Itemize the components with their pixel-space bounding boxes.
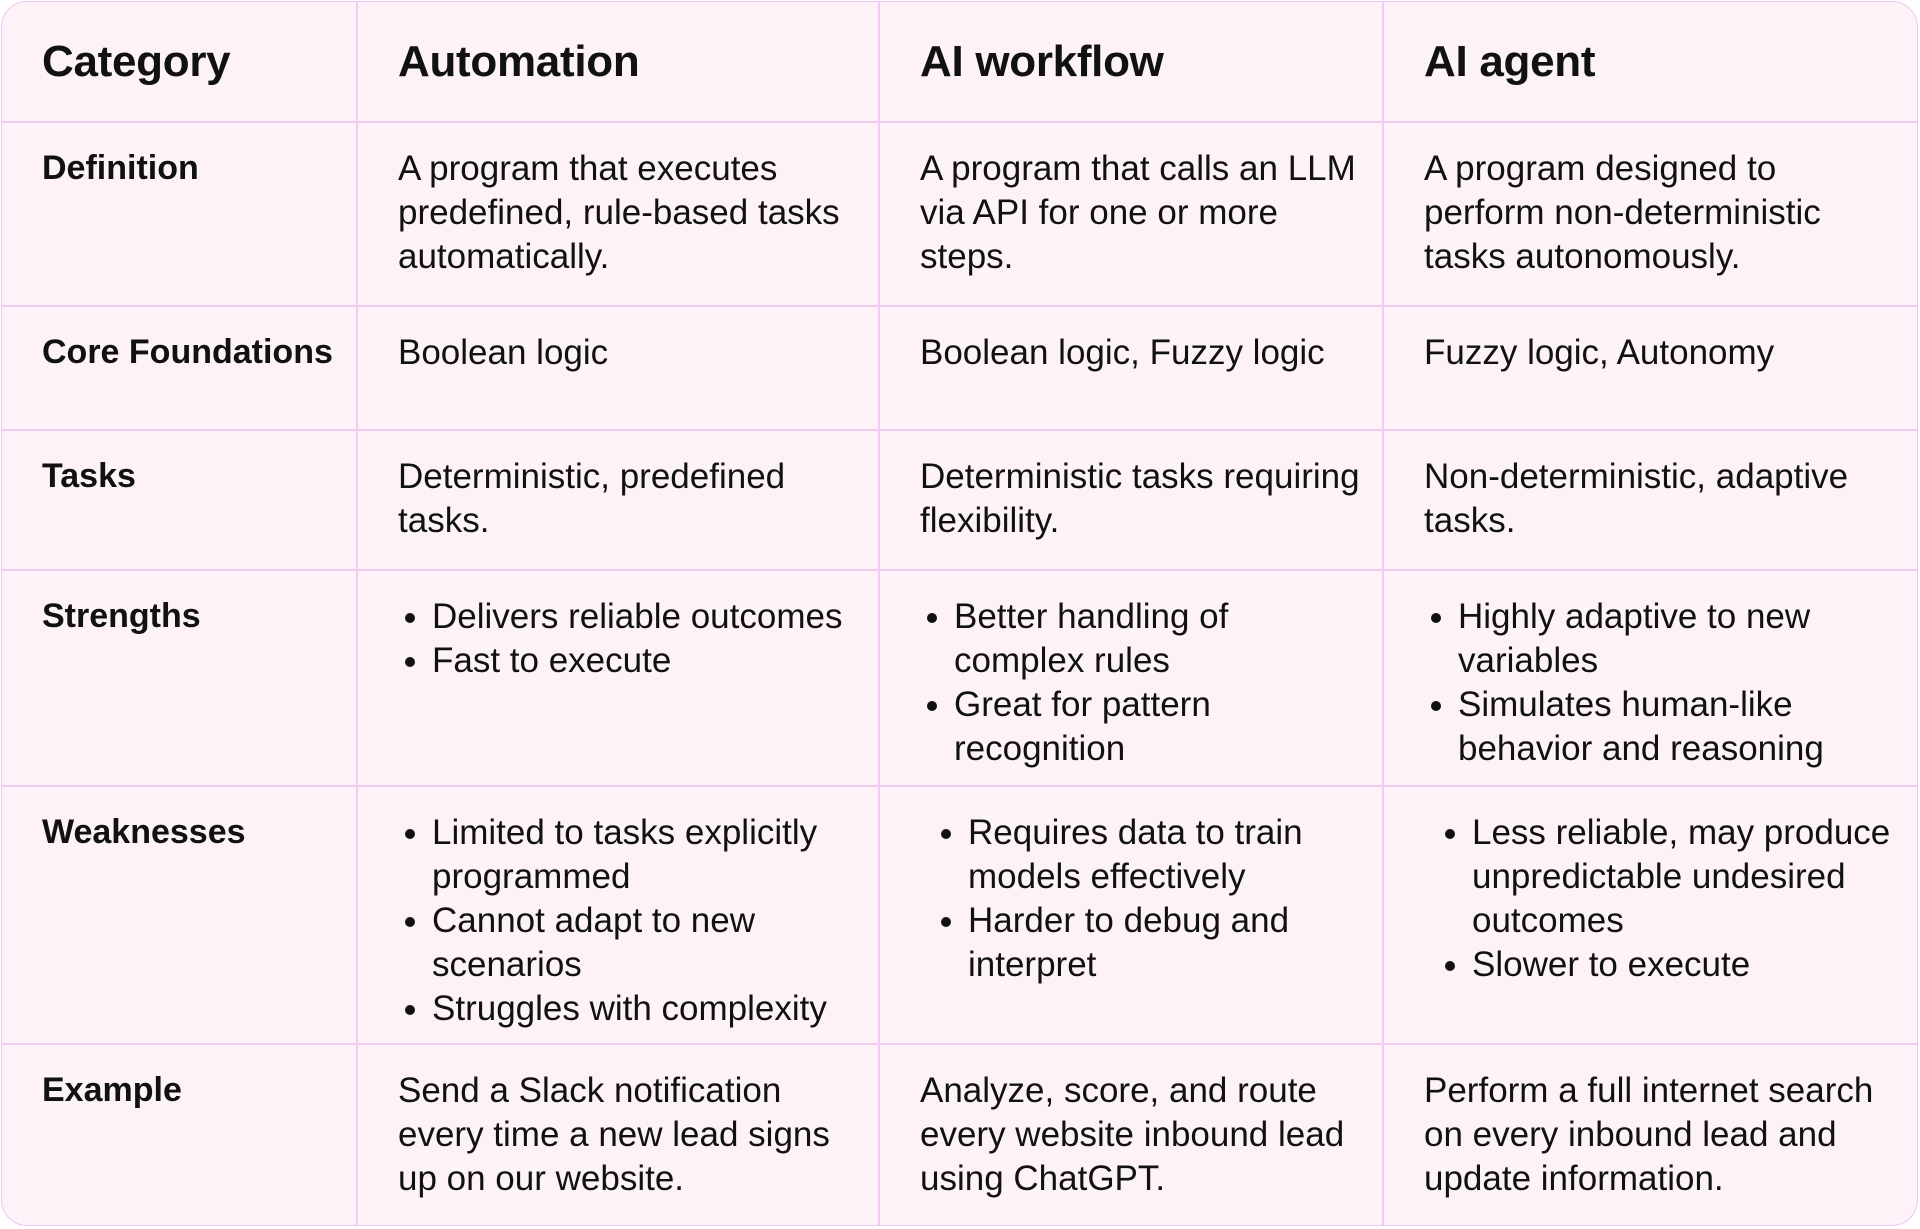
cell-core-ai-agent: Fuzzy logic, Autonomy: [1382, 305, 1917, 431]
cell-strengths-automation: Delivers reliable outcomes Fast to execu…: [356, 569, 880, 787]
row-label-weaknesses: Weaknesses: [2, 785, 358, 1045]
list-item: Better handling of complex rules: [954, 595, 1368, 683]
list-item: Slower to execute: [1472, 943, 1903, 987]
cell-tasks-ai-workflow: Deterministic tasks requiring flexibilit…: [878, 429, 1384, 571]
cell-example-automation: Send a Slack notification every time a n…: [356, 1043, 880, 1225]
cell-weaknesses-ai-workflow: Requires data to train models effectivel…: [878, 785, 1384, 1045]
cell-definition-automation: A program that executes predefined, rule…: [356, 121, 880, 307]
cell-tasks-automation: Deterministic, predefined tasks.: [356, 429, 880, 571]
weaknesses-automation-list: Limited to tasks explicitly programmed C…: [398, 811, 864, 1031]
list-item: Simulates human-like behavior and reason…: [1458, 683, 1903, 771]
cell-example-ai-agent: Perform a full internet search on every …: [1382, 1043, 1917, 1225]
cell-core-automation: Boolean logic: [356, 305, 880, 431]
list-item: Fast to execute: [432, 639, 864, 683]
header-automation: Automation: [356, 2, 880, 123]
header-ai-workflow: AI workflow: [878, 2, 1384, 123]
row-label-core-foundations: Core Foundations: [2, 305, 358, 431]
list-item: Struggles with complexity: [432, 987, 864, 1031]
list-item: Cannot adapt to new scenarios: [432, 899, 864, 987]
row-label-definition: Definition: [2, 121, 358, 307]
cell-weaknesses-automation: Limited to tasks explicitly programmed C…: [356, 785, 880, 1045]
list-item: Harder to debug and interpret: [968, 899, 1368, 987]
header-ai-agent: AI agent: [1382, 2, 1917, 123]
cell-strengths-ai-agent: Highly adaptive to new variables Simulat…: [1382, 569, 1917, 787]
header-row: Category Automation AI workflow AI agent: [2, 2, 1917, 123]
cell-example-ai-workflow: Analyze, score, and route every website …: [878, 1043, 1384, 1225]
cell-weaknesses-ai-agent: Less reliable, may produce unpredictable…: [1382, 785, 1917, 1045]
list-item: Limited to tasks explicitly programmed: [432, 811, 864, 899]
strengths-ai-agent-list: Highly adaptive to new variables Simulat…: [1424, 595, 1903, 771]
header-category: Category: [2, 2, 358, 123]
table-row-strengths: Strengths Delivers reliable outcomes Fas…: [2, 569, 1917, 787]
cell-definition-ai-workflow: A program that calls an LLM via API for …: [878, 121, 1384, 307]
list-item: Highly adaptive to new variables: [1458, 595, 1903, 683]
cell-definition-ai-agent: A program designed to perform non-determ…: [1382, 121, 1917, 307]
strengths-automation-list: Delivers reliable outcomes Fast to execu…: [398, 595, 864, 683]
row-label-example: Example: [2, 1043, 358, 1225]
strengths-ai-workflow-list: Better handling of complex rules Great f…: [920, 595, 1368, 771]
cell-tasks-ai-agent: Non-deterministic, adaptive tasks.: [1382, 429, 1917, 571]
table-row-tasks: Tasks Deterministic, predefined tasks. D…: [2, 429, 1917, 571]
list-item: Requires data to train models effectivel…: [968, 811, 1368, 899]
table-row-example: Example Send a Slack notification every …: [2, 1043, 1917, 1225]
cell-strengths-ai-workflow: Better handling of complex rules Great f…: [878, 569, 1384, 787]
row-label-tasks: Tasks: [2, 429, 358, 571]
list-item: Delivers reliable outcomes: [432, 595, 864, 639]
list-item: Great for pattern recognition: [954, 683, 1368, 771]
table-row-core-foundations: Core Foundations Boolean logic Boolean l…: [2, 305, 1917, 431]
weaknesses-ai-workflow-list: Requires data to train models effectivel…: [920, 811, 1368, 987]
list-item: Less reliable, may produce unpredictable…: [1472, 811, 1903, 943]
cell-core-ai-workflow: Boolean logic, Fuzzy logic: [878, 305, 1384, 431]
table-row-definition: Definition A program that executes prede…: [2, 121, 1917, 307]
row-label-strengths: Strengths: [2, 569, 358, 787]
weaknesses-ai-agent-list: Less reliable, may produce unpredictable…: [1424, 811, 1903, 987]
table-row-weaknesses: Weaknesses Limited to tasks explicitly p…: [2, 785, 1917, 1045]
